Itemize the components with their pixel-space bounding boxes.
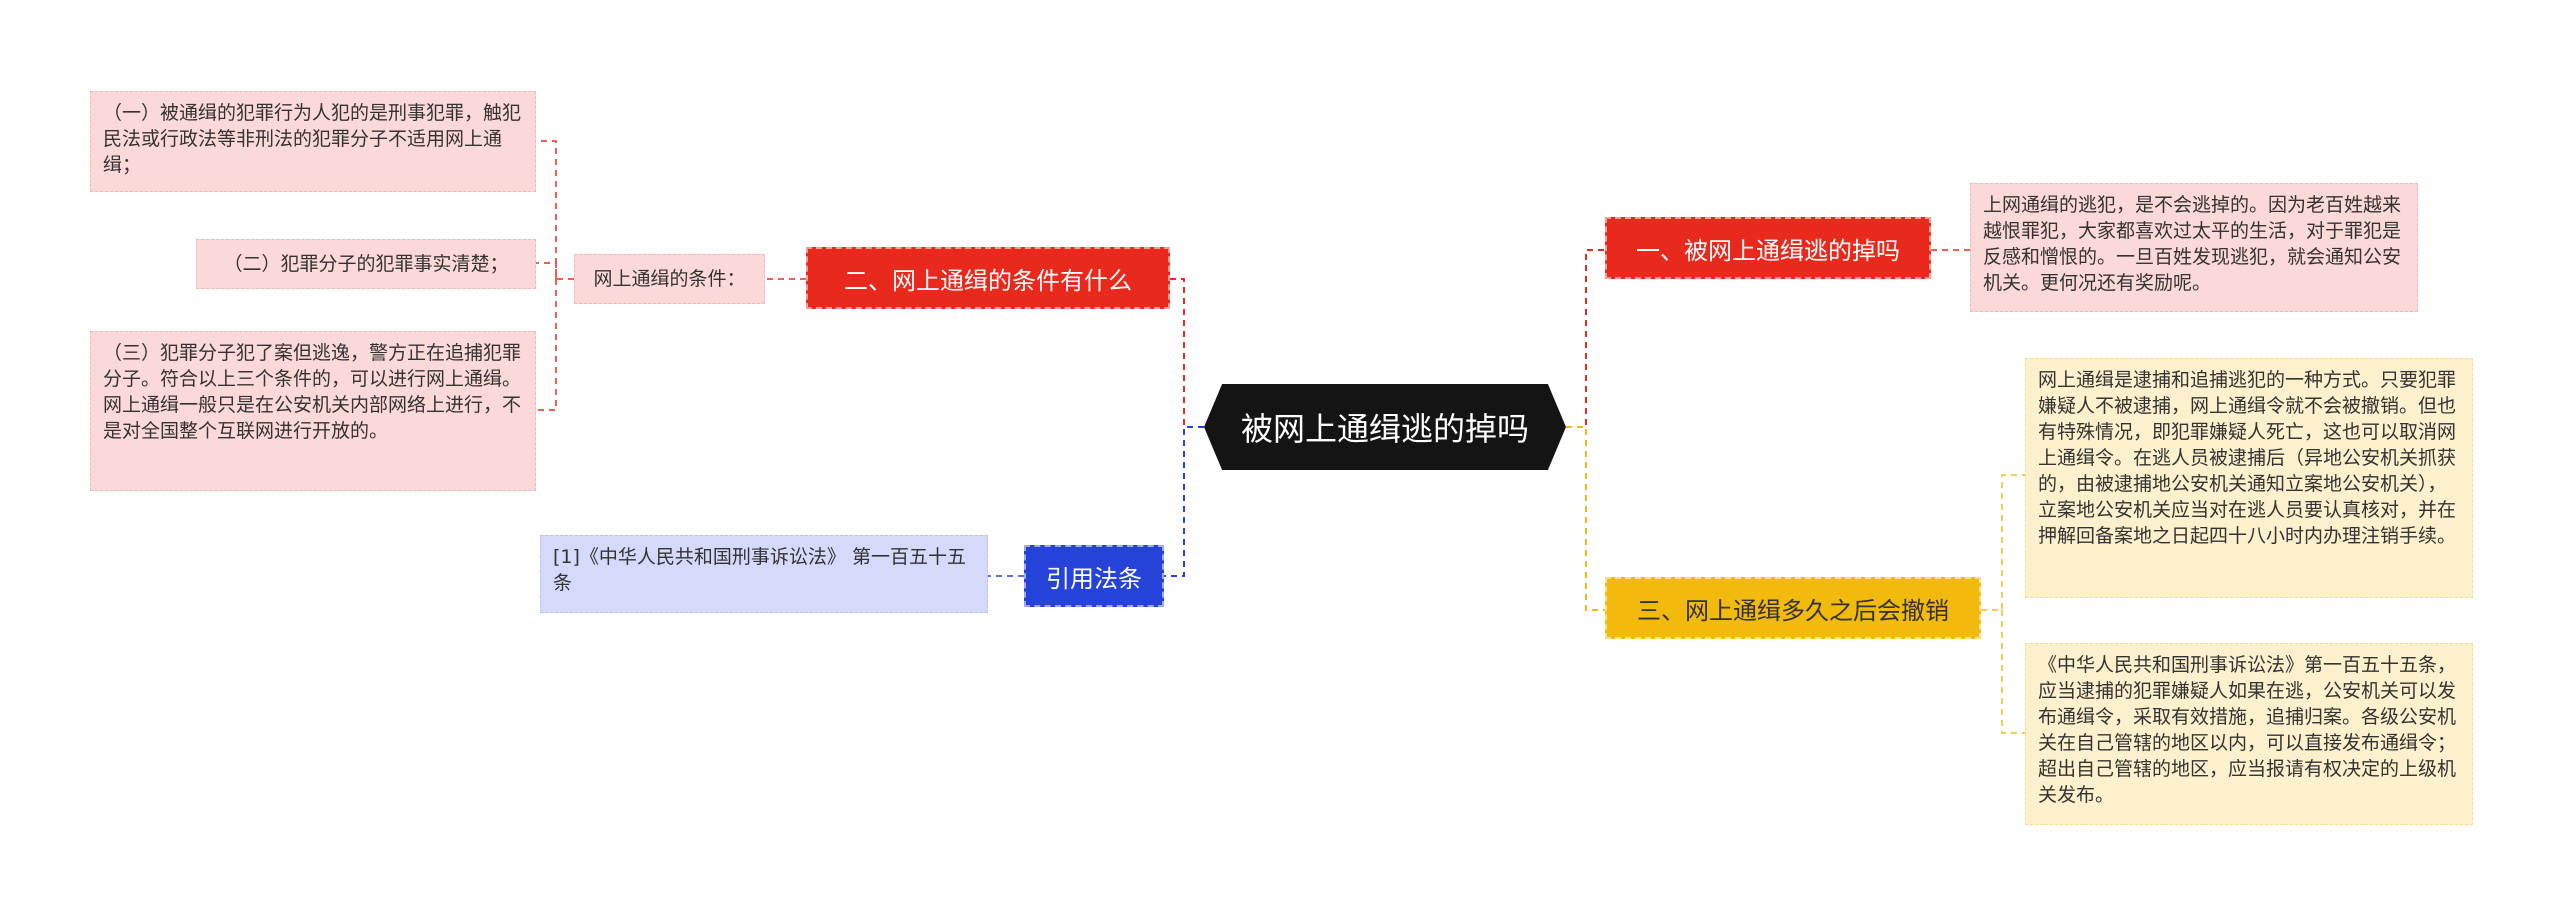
- branch-1-content-text: 上网通缉的逃犯，是不会逃掉的。因为老百姓越来越恨罪犯，大家都喜欢过太平的生活，对…: [1983, 194, 2402, 294]
- branch-4-content-text: [1]《中华人民共和国刑事诉讼法》 第一百五十五条: [553, 546, 966, 594]
- branch-2-item-1-text: （一）被通缉的犯罪行为人犯的是刑事犯罪，触犯民法或行政法等非刑法的犯罪分子不适用…: [103, 102, 522, 176]
- root-topic-label: 被网上通缉逃的掉吗: [1240, 410, 1529, 448]
- branch-3-item-2: 《中华人民共和国刑事诉讼法》第一百五十五条，应当逮捕的犯罪嫌疑人如果在逃，公安机…: [2025, 643, 2473, 825]
- link-b3-items: [1981, 474, 2025, 734]
- branch-3-item-1-text: 网上通缉是逮捕和追捕逃犯的一种方式。只要犯罪嫌疑人不被逮捕，网上通缉令就不会被撤…: [2038, 369, 2457, 547]
- link-root-b3: [1566, 426, 1605, 611]
- branch-1-content: 上网通缉的逃犯，是不会逃掉的。因为老百姓越来越恨罪犯，大家都喜欢过太平的生活，对…: [1970, 183, 2418, 312]
- branch-2-sub-label: 网上通缉的条件：: [593, 268, 746, 290]
- root-topic[interactable]: 被网上通缉逃的掉吗: [1204, 384, 1566, 470]
- branch-2-item-2-text: （二）犯罪分子的犯罪事实清楚；: [223, 253, 509, 275]
- branch-2-sub-topic[interactable]: 网上通缉的条件：: [574, 254, 765, 304]
- link-root-b1: [1566, 249, 1605, 428]
- branch-2-label: 二、网上通缉的条件有什么: [844, 266, 1132, 295]
- branch-3-topic[interactable]: 三、网上通缉多久之后会撤销: [1605, 577, 1981, 639]
- branch-2-item-1: （一）被通缉的犯罪行为人犯的是刑事犯罪，触犯民法或行政法等非刑法的犯罪分子不适用…: [90, 91, 536, 192]
- branch-3-label: 三、网上通缉多久之后会撤销: [1637, 596, 1949, 625]
- branch-3-item-2-text: 《中华人民共和国刑事诉讼法》第一百五十五条，应当逮捕的犯罪嫌疑人如果在逃，公安机…: [2038, 654, 2457, 806]
- branch-3-item-1: 网上通缉是逮捕和追捕逃犯的一种方式。只要犯罪嫌疑人不被逮捕，网上通缉令就不会被撤…: [2025, 358, 2473, 598]
- branch-4-label: 引用法条: [1046, 564, 1142, 593]
- branch-1-label: 一、被网上通缉逃的掉吗: [1636, 236, 1900, 265]
- branch-4-topic[interactable]: 引用法条: [1024, 545, 1164, 607]
- branch-2-topic[interactable]: 二、网上通缉的条件有什么: [806, 247, 1170, 309]
- branch-2-item-3-text: （三）犯罪分子犯了案但逃逸，警方正在追捕犯罪分子。符合以上三个条件的，可以进行网…: [103, 342, 522, 442]
- link-root-b2: [1170, 278, 1204, 428]
- branch-2-item-2: （二）犯罪分子的犯罪事实清楚；: [196, 239, 536, 289]
- branch-1-topic[interactable]: 一、被网上通缉逃的掉吗: [1605, 217, 1931, 279]
- branch-2-item-3: （三）犯罪分子犯了案但逃逸，警方正在追捕犯罪分子。符合以上三个条件的，可以进行网…: [90, 331, 536, 491]
- link-sub-items: [536, 140, 574, 411]
- branch-4-content: [1]《中华人民共和国刑事诉讼法》 第一百五十五条: [540, 535, 988, 613]
- link-root-b4: [1164, 426, 1204, 577]
